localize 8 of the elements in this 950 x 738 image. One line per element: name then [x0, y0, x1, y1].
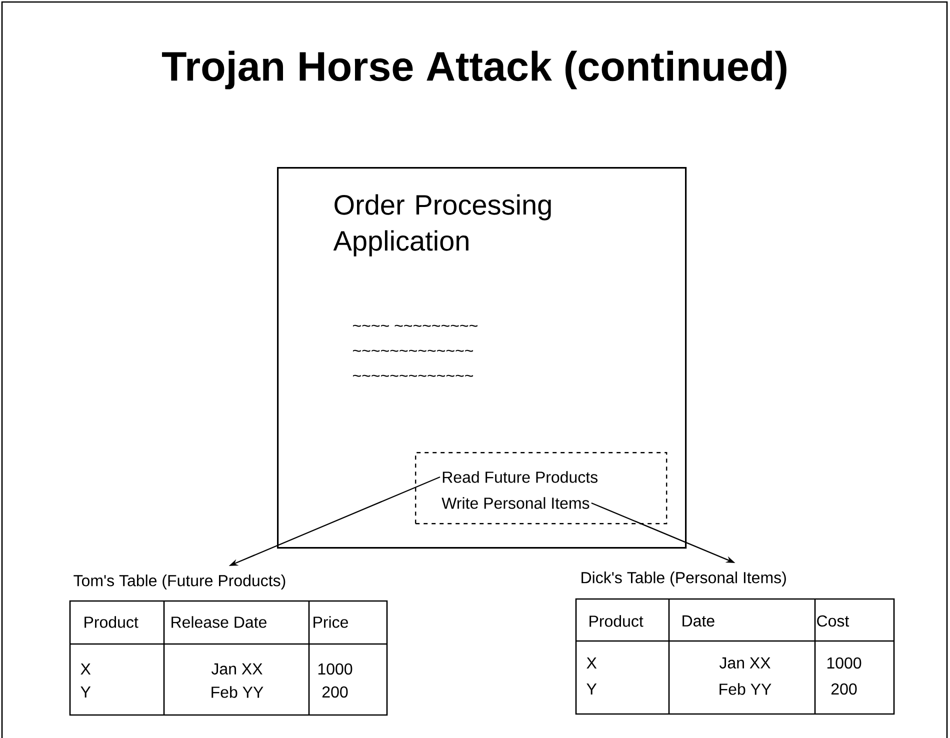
table: Dick's Table (Personal Items) Product Date Cost X Jan XX 1000 Y Feb YY 200: [575, 572, 895, 715]
dashed-box: [415, 452, 668, 524]
node-label: Tom's Table (Future Products): [74, 574, 286, 590]
node-label: Dick's Table (Personal Items): [582, 572, 786, 586]
table: Tom's Table (Future Products) Product Release Date Price X Jan XX 1000 Y Feb YY 200: [69, 574, 388, 716]
operation-text: Write Personal Items: [442, 497, 590, 509]
title: Trojan Horse Attack (continued): [162, 50, 786, 90]
operation-text: Read Future Products: [442, 471, 598, 483]
